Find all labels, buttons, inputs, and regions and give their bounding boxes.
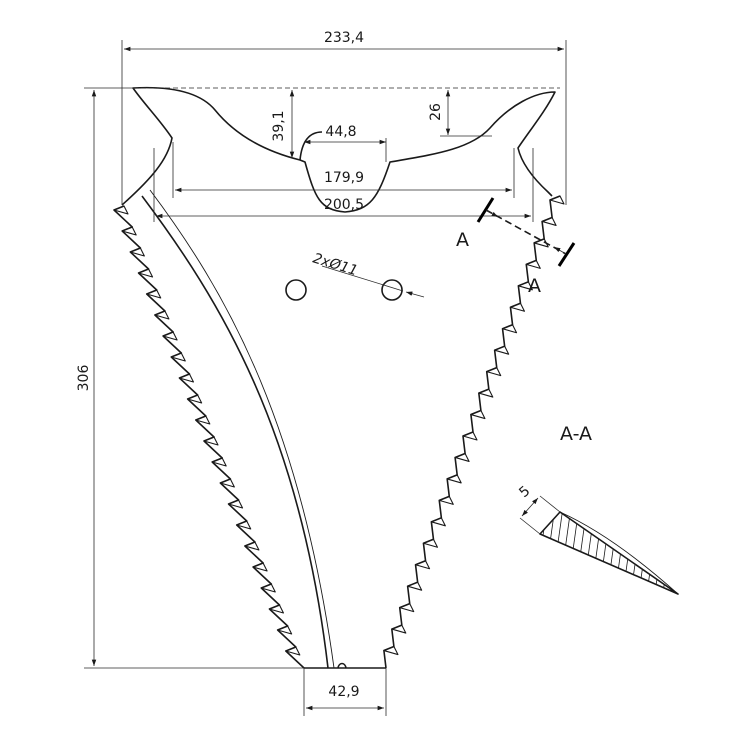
- hatch-line: [669, 512, 678, 594]
- mounting-holes: 2xØ11: [285, 251, 425, 301]
- section-profile: [539, 511, 679, 595]
- hatch-line: [541, 512, 557, 594]
- height-label: 306: [76, 365, 92, 392]
- hatch-line: [597, 512, 613, 594]
- notch-width-label: 44,8: [325, 124, 356, 140]
- dim-depth-center: 39,1: [271, 90, 295, 158]
- blade-top-edge: [121, 86, 556, 213]
- dim-overall-width: 233,4: [121, 30, 567, 205]
- tip-width-label: 42,9: [328, 684, 359, 700]
- hatch-line: [613, 512, 629, 594]
- center-notch: [299, 131, 323, 161]
- section-marker-upper: A: [456, 229, 469, 251]
- hole-leader: [321, 265, 404, 292]
- hatch-line: [581, 512, 597, 594]
- hatch-line: [605, 512, 621, 594]
- section-aa-detail: A-A 5: [516, 423, 679, 595]
- section-bevel: [559, 511, 679, 595]
- hatch-line: [629, 512, 645, 594]
- depth-side-label: 26: [428, 103, 444, 121]
- hatch-line: [637, 512, 653, 594]
- dim-inner-width: 179,9: [172, 142, 515, 198]
- left-serration-line: [113, 205, 305, 669]
- right-serrated-edge: [383, 195, 565, 669]
- hole-right: [381, 279, 403, 301]
- blade-outline: [121, 86, 556, 669]
- dim-height: 306: [76, 87, 304, 669]
- dim-outer-width: 200,5: [153, 148, 534, 222]
- section-marker-lower: A: [528, 275, 541, 297]
- tip-notch: [337, 662, 347, 669]
- hatch-line: [589, 512, 605, 594]
- inner-width-label: 179,9: [324, 170, 364, 186]
- right-serration-line: [383, 195, 561, 669]
- section-title: A-A: [560, 423, 592, 445]
- inner-curve-secondary: [149, 189, 335, 669]
- dim-depth-side: 26: [428, 90, 492, 137]
- inner-curve: [141, 195, 329, 669]
- outer-width-label: 200,5: [324, 197, 364, 213]
- dim-tip-width: 42,9: [303, 668, 387, 716]
- depth-center-label: 39,1: [271, 110, 287, 141]
- section-cut-marker: A A: [456, 197, 576, 297]
- overall-width-label: 233,4: [324, 30, 364, 46]
- dim-notch-width: 44,8: [304, 124, 387, 162]
- hole-spec-label: 2xØ11: [311, 251, 360, 280]
- section-thickness-label: 5: [516, 483, 533, 501]
- hole-leader-arrow: [405, 291, 425, 298]
- left-serrated-edge: [113, 205, 305, 669]
- hatch-line: [540, 512, 549, 594]
- hole-left: [285, 279, 307, 301]
